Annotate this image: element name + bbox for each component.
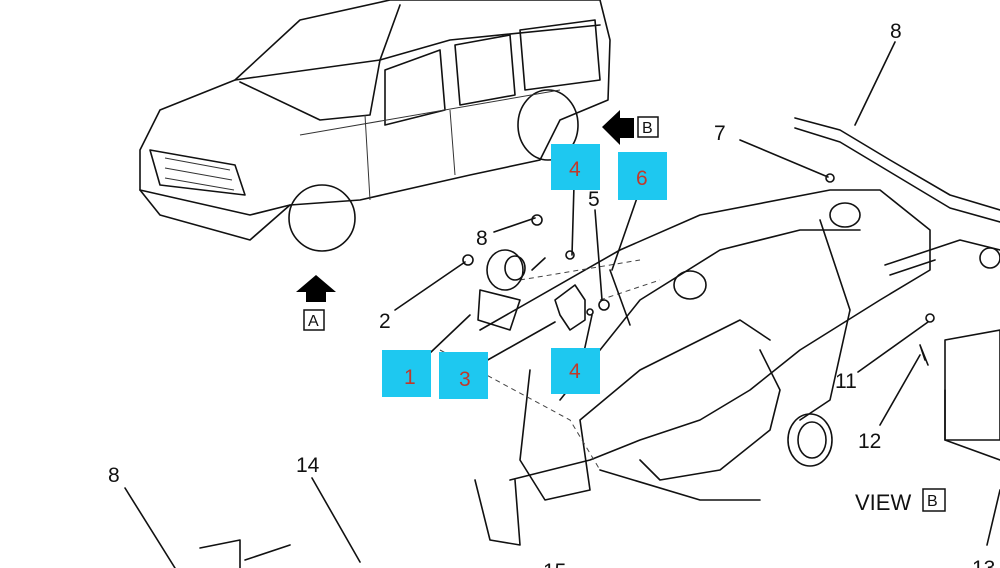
view-b-arrow-icon bbox=[602, 110, 659, 145]
leader-lines bbox=[124, 41, 1000, 568]
callout-6: 6 bbox=[636, 167, 648, 190]
callout-box-1 bbox=[382, 350, 431, 397]
callout-1: 1 bbox=[404, 366, 416, 389]
callout-14: 14 bbox=[296, 454, 320, 477]
callout-8-mid: 8 bbox=[476, 227, 488, 250]
parts-cluster bbox=[199, 173, 935, 568]
callout-3: 3 bbox=[459, 368, 471, 391]
callout-13: 13 bbox=[972, 557, 995, 568]
callout-8-bottom: 8 bbox=[108, 464, 120, 487]
callout-box-6 bbox=[618, 152, 667, 200]
view-b-arrow-label: B bbox=[642, 120, 653, 137]
callout-box-4-bottom bbox=[551, 348, 600, 394]
callout-4-top: 4 bbox=[569, 158, 581, 181]
callout-box-4-top bbox=[551, 144, 600, 190]
callout-4-bottom: 4 bbox=[569, 360, 581, 383]
vehicle-illustration bbox=[139, 0, 611, 252]
callout-5: 5 bbox=[588, 188, 600, 211]
view-a-arrow-icon bbox=[296, 275, 336, 331]
callout-box-3 bbox=[439, 352, 488, 399]
callout-15: 15 bbox=[543, 560, 566, 568]
callout-11: 11 bbox=[835, 370, 857, 393]
view-b-box bbox=[922, 488, 946, 512]
callout-7: 7 bbox=[714, 122, 726, 145]
view-b-caption: VIEW bbox=[855, 490, 911, 515]
view-b-caption-letter: B bbox=[927, 493, 938, 510]
view-a-label: A bbox=[308, 313, 319, 330]
callout-12: 12 bbox=[858, 430, 881, 453]
callout-2: 2 bbox=[379, 310, 391, 333]
callout-8-top: 8 bbox=[890, 20, 902, 43]
frame-assembly bbox=[439, 117, 1000, 546]
